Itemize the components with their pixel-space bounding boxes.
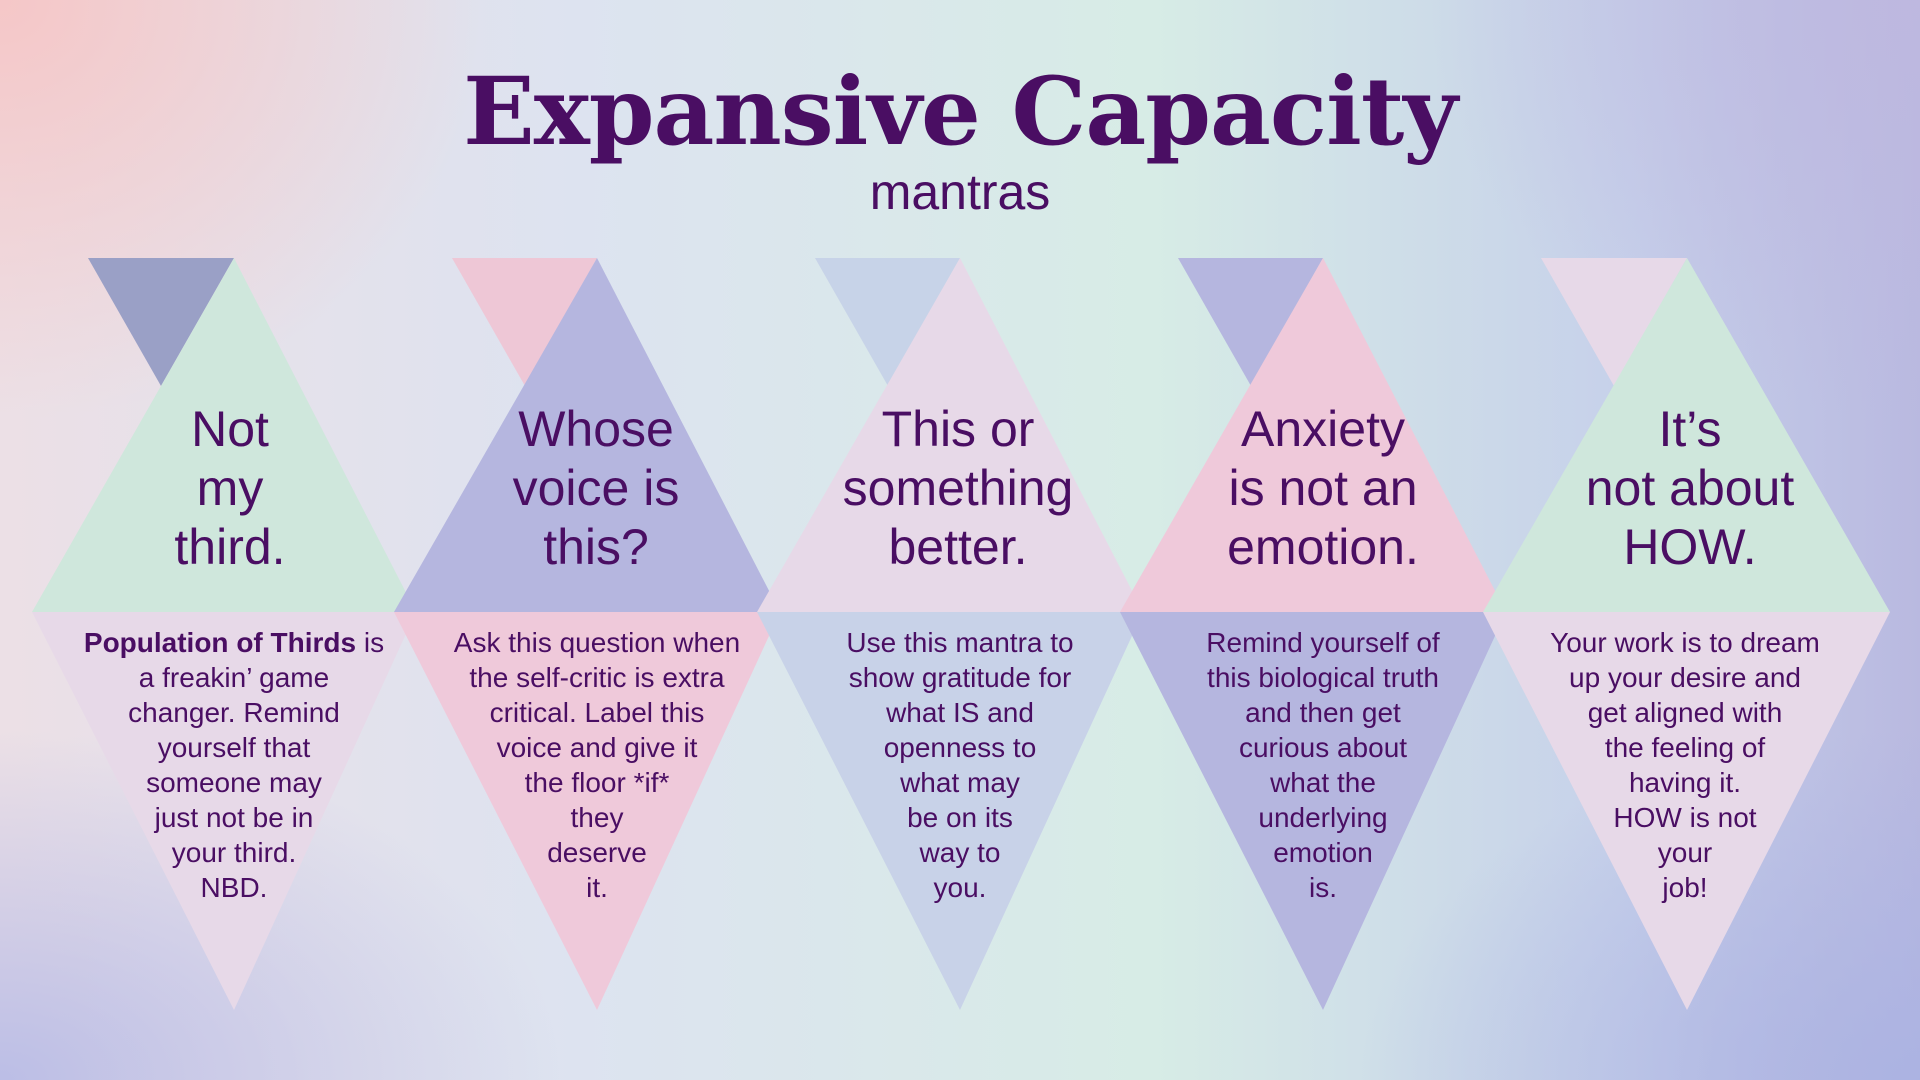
card-1-lower-triangle — [32, 612, 416, 1010]
card-3-upper-triangle — [757, 258, 1143, 612]
card-5-description-text: Your work is to dream up your desire and… — [1550, 627, 1820, 903]
card-4-mantra: Anxiety is not an emotion. — [1227, 401, 1419, 575]
card-3-description-text: Use this mantra to show gratitude for wh… — [846, 627, 1074, 903]
card-2-upper-triangle — [394, 258, 780, 612]
card-1-corner-triangle — [88, 258, 234, 386]
card-3-mantra: This or something better. — [842, 401, 1074, 575]
card-1-upper-triangle — [32, 258, 416, 612]
card-5-corner-triangle — [1541, 258, 1687, 386]
card-2-description-text: Ask this question when the self-critic i… — [453, 627, 741, 903]
card-1-shapes — [32, 258, 416, 1010]
page-subtitle: mantras — [869, 164, 1051, 220]
card-5-shapes — [1483, 258, 1890, 1010]
page-title: Expansive Capacity — [463, 57, 1458, 167]
card-5-upper-triangle — [1483, 258, 1890, 612]
card-3-description: Use this mantra to show gratitude for wh… — [795, 625, 1125, 905]
card-4-upper-triangle — [1120, 258, 1506, 612]
card-2-description: Ask this question when the self-critic i… — [432, 625, 762, 905]
card-4-description-text: Remind yourself of this biological truth… — [1206, 627, 1440, 903]
card-4-description: Remind yourself of this biological truth… — [1158, 625, 1488, 905]
card-2-corner-triangle — [452, 258, 597, 386]
card-1-mantra: Not my third. — [174, 401, 286, 575]
card-2-shapes — [394, 258, 780, 1010]
card-1-description: Population of Thirds is a freakin’ game … — [69, 625, 399, 905]
card-2-mantra: Whose voice is this? — [512, 401, 680, 575]
card-4-lower-triangle — [1120, 612, 1506, 1010]
card-3-corner-triangle — [815, 258, 960, 386]
card-1-description-text: is a freakin’ game changer. Remind yours… — [128, 627, 385, 903]
card-5-description: Your work is to dream up your desire and… — [1520, 625, 1850, 905]
card-3-shapes — [757, 258, 1143, 1010]
card-4-corner-triangle — [1178, 258, 1323, 386]
card-2-lower-triangle — [394, 612, 780, 1010]
card-5-lower-triangle — [1483, 612, 1890, 1010]
card-1-description-bold: Population of Thirds — [83, 627, 357, 658]
card-4-shapes — [1120, 258, 1506, 1010]
card-3-lower-triangle — [757, 612, 1143, 1010]
card-5-mantra: It’s not about HOW. — [1585, 401, 1795, 575]
